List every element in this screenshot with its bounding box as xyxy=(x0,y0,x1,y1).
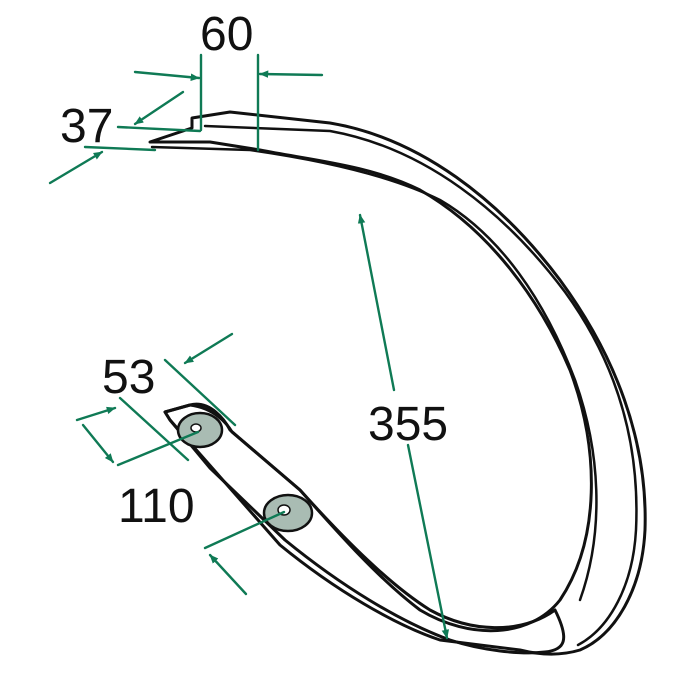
bolt-hole-lower xyxy=(262,493,314,533)
dimension-label-60: 60 xyxy=(200,8,253,61)
dimension-label-53: 53 xyxy=(102,351,155,404)
dimension-label-37: 37 xyxy=(60,100,113,153)
dimension-355 xyxy=(357,213,450,640)
dimension-53 xyxy=(75,332,237,462)
blade-inner-edge xyxy=(150,145,598,602)
blade-lower-shade xyxy=(163,403,566,655)
blade-back-face xyxy=(148,110,647,656)
blade xyxy=(148,110,647,656)
bolt-hole-upper xyxy=(176,411,224,449)
dimension-60 xyxy=(133,53,324,152)
blade-edge-line xyxy=(203,124,638,647)
dimension-37 xyxy=(48,90,202,185)
dimension-label-110: 110 xyxy=(118,480,195,533)
dimension-110 xyxy=(81,423,286,596)
dimension-label-355: 355 xyxy=(368,398,448,451)
